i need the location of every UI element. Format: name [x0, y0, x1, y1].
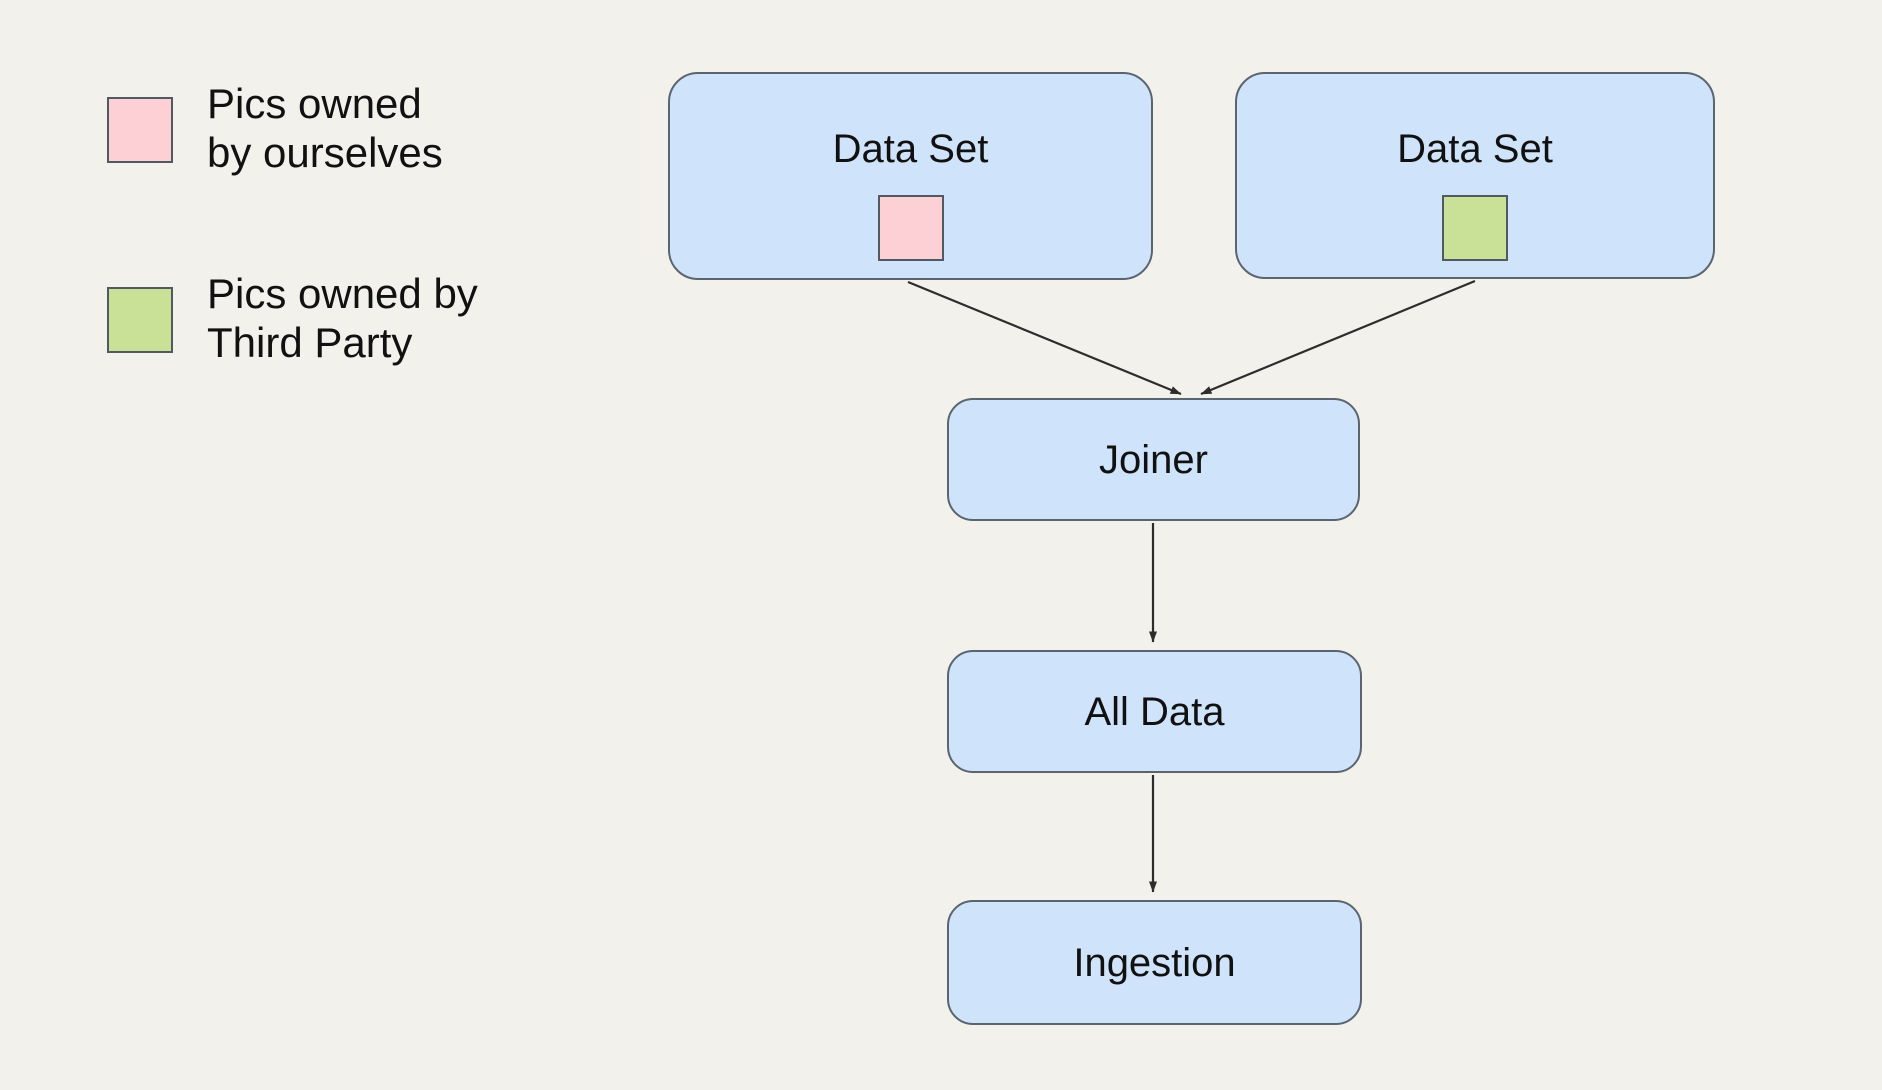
legend-item-third-party: Pics owned by Third Party [107, 269, 478, 367]
legend-label-line: Third Party [207, 319, 413, 366]
legend-item-ourselves: Pics owned by ourselves [107, 79, 443, 177]
node-label: Joiner [1099, 437, 1208, 482]
node-label: Ingestion [1073, 940, 1236, 985]
node-dataset-right[interactable]: Data Set [1235, 72, 1715, 279]
node-label: Data Set [1397, 127, 1553, 171]
pink-square-badge [877, 195, 944, 261]
node-dataset-left[interactable]: Data Set [668, 72, 1153, 280]
pink-swatch-icon [107, 97, 173, 163]
legend-label-line: Pics owned [207, 80, 422, 127]
edge-dataset-left-to-joiner[interactable] [907, 280, 1182, 396]
legend-label-line: by ourselves [207, 129, 443, 176]
node-joiner[interactable]: Joiner [947, 398, 1360, 521]
legend-label-line: Pics owned by [207, 270, 478, 317]
green-swatch-icon [107, 287, 173, 353]
node-ingestion[interactable]: Ingestion [947, 900, 1362, 1025]
green-square-badge [1442, 195, 1508, 261]
edge-dataset-right-to-joiner[interactable] [1200, 279, 1476, 396]
legend-label-third-party: Pics owned by Third Party [207, 269, 478, 367]
node-all-data[interactable]: All Data [947, 650, 1362, 773]
node-label: Data Set [832, 127, 989, 171]
node-label: All Data [1084, 689, 1225, 734]
legend-label-ourselves: Pics owned by ourselves [207, 79, 443, 177]
